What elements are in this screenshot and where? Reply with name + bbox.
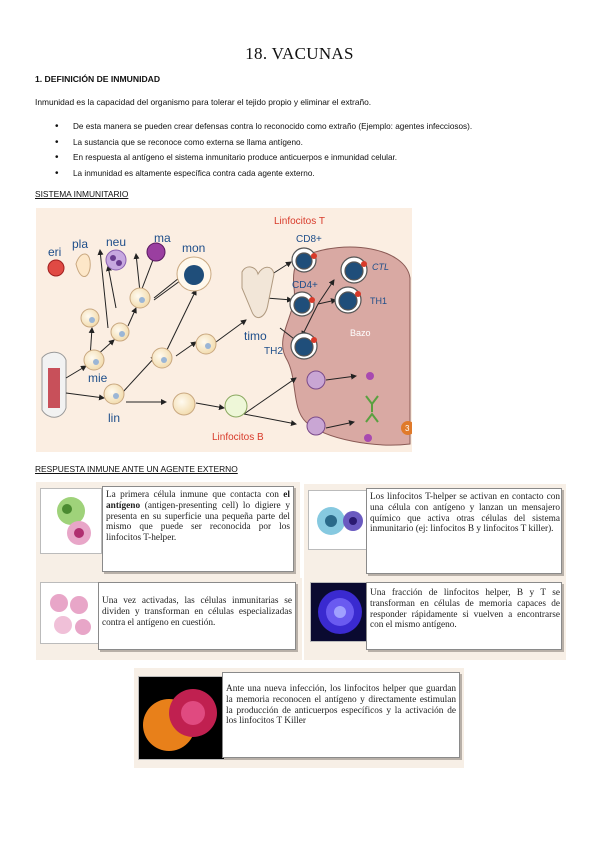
plasma-cell xyxy=(306,370,326,390)
card-text-3: Una vez activadas, las células inmunitar… xyxy=(102,596,292,628)
antigen-presenting-cell-image xyxy=(40,488,102,554)
card-text-4: Una fracción de linfocitos helper, B y T… xyxy=(370,588,560,631)
spleen-shape xyxy=(282,246,411,446)
plasma-cell xyxy=(306,416,326,436)
b-cell xyxy=(224,394,248,418)
section-heading-immune-system: SISTEMA INMUNITARIO xyxy=(35,189,129,199)
t-helper-activation-image xyxy=(308,490,370,550)
label-th1: TH1 xyxy=(370,296,387,306)
cell-division-image xyxy=(40,582,100,644)
mast-cell-icon xyxy=(146,242,166,262)
bullet-item: La inmunidad es altamente específica con… xyxy=(55,166,575,182)
section-heading-immune-response: RESPUESTA INMUNE ANTE UN AGENTE EXTERNO xyxy=(35,464,238,474)
label-lin: lin xyxy=(108,411,120,425)
card-text-1: La primera célula inmune que contacta co… xyxy=(106,490,290,544)
label-linfocitos-t: Linfocitos T xyxy=(274,216,325,227)
infection-image xyxy=(138,676,226,760)
card-text-2: Los linfocitos T-helper se activan en co… xyxy=(370,492,560,535)
response-card-1: La primera célula inmune que contacta co… xyxy=(36,482,300,578)
label-ma: ma xyxy=(154,231,171,245)
label-pla: pla xyxy=(72,237,88,251)
response-card-5: Ante una nueva infección, los linfocitos… xyxy=(134,668,464,768)
label-cd8: CD8+ xyxy=(296,234,322,245)
label-neu: neu xyxy=(106,235,126,249)
page-number-badge: 3 xyxy=(405,424,410,433)
intro-paragraph: Inmunidad es la capacidad del organismo … xyxy=(35,97,372,107)
label-timo: timo xyxy=(244,329,267,343)
label-eri: eri xyxy=(48,245,61,259)
response-card-2: Los linfocitos T-helper se activan en co… xyxy=(304,484,566,578)
response-card-4: Una fracción de linfocitos helper, B y T… xyxy=(304,578,566,660)
page-title: 18. VACUNAS xyxy=(245,44,354,63)
neutrophil-icon xyxy=(105,249,127,271)
definition-bullet-list: De esta manera se pueden crear defensas … xyxy=(55,119,575,181)
platelet-icon xyxy=(75,253,91,277)
label-linfocitos-b: Linfocitos B xyxy=(212,432,264,443)
bullet-item: La sustancia que se reconoce como extern… xyxy=(55,135,575,151)
memory-cell-image xyxy=(310,582,370,642)
immune-system-diagram: eri pla neu ma mon mie lin timo CD8+ CD4… xyxy=(36,208,415,452)
label-ctl: CTL xyxy=(372,262,389,272)
label-mon: mon xyxy=(182,241,205,255)
card-text-5: Ante una nueva infección, los linfocitos… xyxy=(226,684,456,727)
thymus-icon xyxy=(241,266,275,319)
label-cd4: CD4+ xyxy=(292,280,318,291)
label-mie: mie xyxy=(88,371,108,385)
section-heading-definition: 1. DEFINICIÓN DE INMUNIDAD xyxy=(35,74,161,84)
erythrocyte-icon xyxy=(47,259,65,277)
response-card-3: Una vez activadas, las células inmunitar… xyxy=(36,578,302,660)
label-bazo: Bazo xyxy=(350,328,371,338)
bullet-item: En respuesta al antígeno el sistema inmu… xyxy=(55,150,575,166)
bone-marrow-icon xyxy=(41,351,67,418)
label-th2: TH2 xyxy=(264,346,283,357)
bullet-item: De esta manera se pueden crear defensas … xyxy=(55,119,575,135)
